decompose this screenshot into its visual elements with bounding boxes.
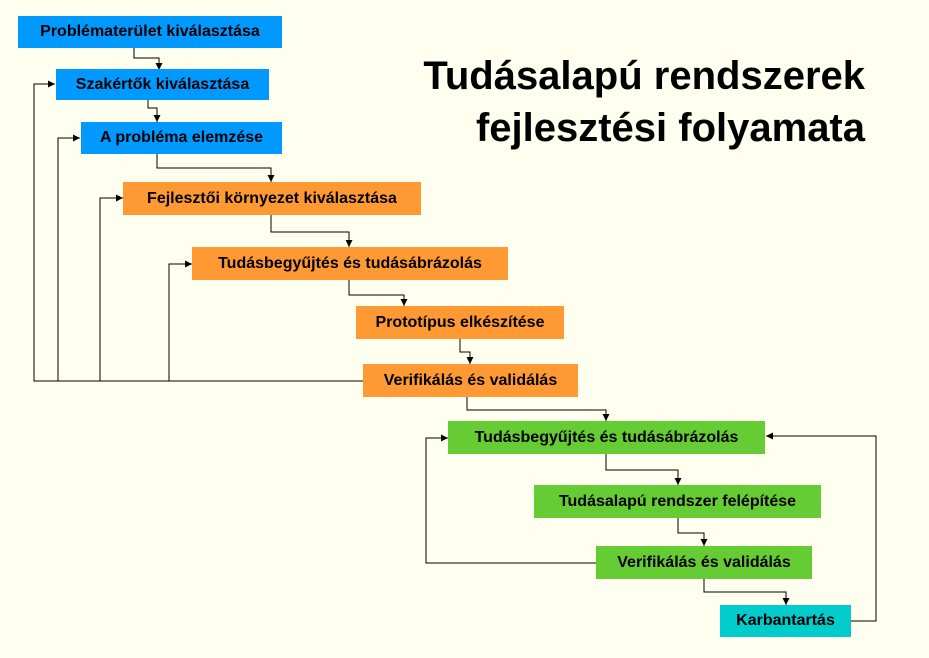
arrow-s7-s8 [466, 397, 610, 421]
step-label: Tudásbegyűjtés és tudásábrázolás [474, 428, 739, 446]
diagram-title: Tudásalapú rendszerek fejlesztési folyam… [380, 50, 865, 154]
feedback-s10-to-s8 [425, 434, 596, 564]
step-label: Tudásalapú rendszer felépítése [558, 492, 797, 510]
feedback-to-s4 [99, 194, 123, 381]
arrow-s9-s10 [677, 518, 708, 546]
step-system-building: Tudásalapú rendszer felépítése [534, 485, 821, 518]
feedback-to-s3 [57, 134, 80, 381]
arrow-s2-s3 [147, 100, 161, 122]
step-verification-validation-orange: Verifikálás és validálás [363, 364, 578, 397]
step-label: Prototípus elkészítése [375, 313, 545, 331]
step-knowledge-acquisition-green: Tudásbegyűjtés és tudásábrázolás [448, 421, 765, 454]
arrow-s4-s5 [270, 215, 353, 247]
title-line-2: fejlesztési folyamata [475, 106, 865, 150]
arrow-s6-s7 [459, 339, 474, 364]
step-expert-selection: Szakértők kiválasztása [56, 69, 269, 100]
arrow-s8-s9 [605, 454, 682, 485]
step-verification-validation-green: Verifikálás és validálás [596, 546, 812, 579]
step-label: Karbantartás [736, 612, 835, 629]
arrow-s3-s4 [156, 154, 275, 182]
step-label: A probléma elemzése [99, 129, 264, 146]
feedback-to-s2 [33, 80, 363, 382]
step-maintenance: Karbantartás [720, 605, 851, 637]
step-prototype-creation: Prototípus elkészítése [356, 306, 564, 339]
feedback-to-s5 [168, 260, 192, 381]
arrow-s5-s6 [348, 280, 408, 306]
step-label: Fejlesztői környezet kiválasztása [147, 189, 397, 207]
step-knowledge-acquisition-orange: Tudásbegyűjtés és tudásábrázolás [192, 247, 508, 280]
feedback-s11-to-s8 [766, 432, 877, 622]
step-problem-analysis: A probléma elemzése [81, 122, 282, 154]
step-label: Verifikálás és validálás [617, 553, 791, 571]
title-line-1: Tudásalapú rendszerek [423, 54, 865, 98]
step-label: Problématerület kiválasztása [40, 23, 260, 40]
step-label: Verifikálás és validálás [383, 371, 558, 389]
arrow-s1-s2 [133, 48, 163, 70]
arrow-s10-s11 [703, 579, 790, 605]
step-label: Tudásbegyűjtés és tudásábrázolás [218, 254, 482, 272]
step-problem-domain-selection: Problématerület kiválasztása [18, 16, 282, 48]
step-label: Szakértők kiválasztása [75, 75, 250, 93]
step-dev-environment-selection: Fejlesztői környezet kiválasztása [123, 182, 421, 215]
